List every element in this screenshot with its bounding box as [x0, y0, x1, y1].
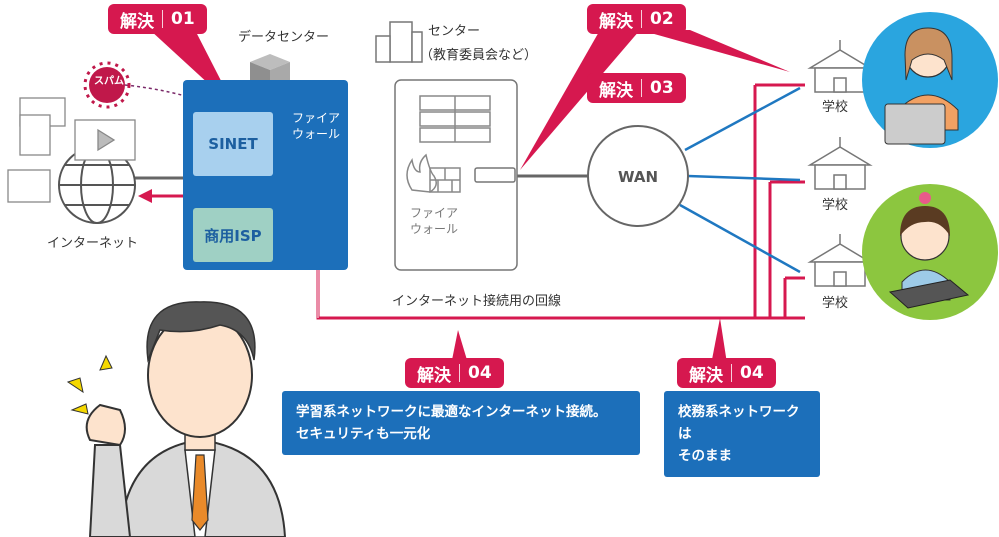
sinet-box: SINET: [193, 112, 273, 176]
school-icon: [807, 137, 873, 190]
center-label: センター: [428, 24, 481, 39]
web-window-icons: [7, 97, 136, 203]
dc-firewall-label: ファイア ウォール: [292, 111, 341, 141]
wan-circle: [587, 125, 689, 227]
server-icon: [419, 95, 491, 143]
router-icon: [474, 167, 516, 183]
teacher-illustration: [862, 12, 998, 148]
school-icon: [807, 234, 873, 287]
badge-02-pointer: [520, 30, 640, 170]
badge-02-pointer-right: [640, 30, 790, 72]
school-icon: [807, 40, 873, 93]
school-label-1: 学校: [822, 100, 849, 115]
callout-admin-network: 校務系ネットワークは そのまま: [664, 391, 820, 477]
commercial-isp-box: 商用ISP: [193, 208, 273, 262]
badge-04b-pointer: [710, 318, 728, 370]
sinet-label: SINET: [208, 135, 258, 153]
school-label-3: 学校: [822, 296, 849, 311]
student-illustration: [862, 184, 998, 320]
internet-line-label: インターネット接続用の回線: [392, 294, 562, 309]
businessman-illustration: [66, 301, 287, 537]
spam-label: スパム: [94, 76, 124, 87]
internet-label: インターネット: [47, 236, 139, 251]
school-label-2: 学校: [822, 198, 849, 213]
datacenter-label: データセンター: [238, 30, 330, 45]
building-icon: [375, 21, 423, 63]
callout-internet-connection: 学習系ネットワークに最適なインターネット接続。 セキュリティも一元化: [282, 391, 640, 455]
center-sub-label: （教育委員会など）: [420, 48, 538, 63]
wan-label: WAN: [618, 168, 659, 186]
spam-virus-icon: [83, 61, 131, 109]
center-firewall-label: ファイア ウォール: [410, 206, 459, 236]
commercial-isp-label: 商用ISP: [204, 226, 262, 245]
center-firewall-icon: [406, 153, 461, 193]
